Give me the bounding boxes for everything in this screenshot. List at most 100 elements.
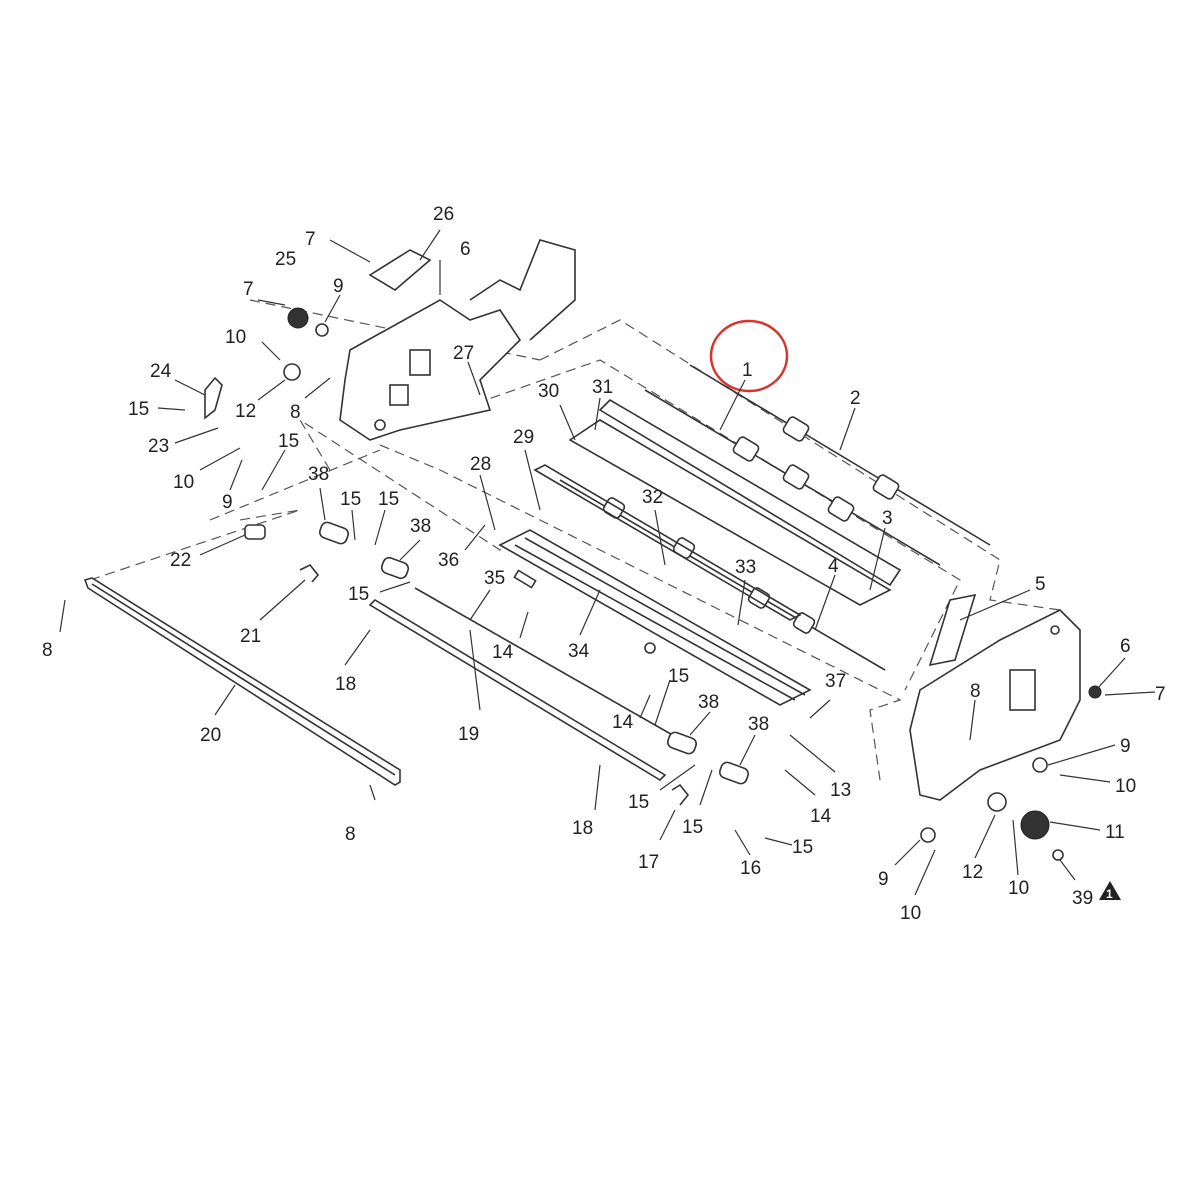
leader-15i [764,837,793,846]
note-number: 1 [1106,887,1113,901]
leader-12b [974,814,996,859]
leader-35 [469,589,491,621]
bushing-38a [318,521,350,545]
right-frame-plate [909,609,1081,801]
dashed-outline-upper [539,319,1061,611]
label-12b: 12 [962,862,983,883]
leader-12a [257,379,286,401]
label-10c: 10 [900,903,921,924]
left-small-parts [204,249,750,806]
leader-8b [969,699,976,741]
right-frame-hole [1050,625,1060,635]
tray-tab [513,569,537,589]
label-15a: 15 [128,399,149,420]
highlight-circle [709,319,789,393]
leader-lines [59,229,1156,896]
label-10d: 10 [1008,878,1029,899]
note-marker: 1 [1099,881,1121,901]
label-8a: 8 [290,402,301,423]
rail-edge [91,583,396,776]
leader-8c [369,784,376,801]
label-2: 2 [850,388,861,409]
bushing-38b [380,556,410,580]
tray-body [498,529,812,706]
lever-24 [204,376,223,420]
guide-29 [533,464,802,621]
label-38c: 38 [698,692,719,713]
paper-guide-plates [568,398,902,606]
label-18b: 18 [572,818,593,839]
leader-36 [464,524,486,551]
leader-5 [959,589,1031,621]
label-14a: 14 [492,642,514,663]
leader-16 [734,829,751,856]
bushing-9-upper [315,323,329,337]
label-6a: 6 [460,239,471,260]
leader-10d [1012,819,1019,876]
leader-17 [659,809,676,841]
rail-20 [83,577,401,786]
leader-10c [914,849,936,896]
label-15h: 15 [682,817,703,838]
roller-4b [672,537,696,559]
leader-18a [344,629,371,666]
leader-22 [199,534,246,556]
leader-38c [689,711,711,736]
label-11: 11 [1105,822,1125,843]
gear-25 [287,307,309,329]
label-37: 37 [825,671,846,692]
guide-tray [498,529,812,706]
label-31: 31 [592,377,613,398]
pulley-12-right [987,792,1007,812]
leader-39 [1059,859,1076,881]
note-triangle-icon [1099,881,1121,900]
leader-7a [329,239,371,263]
leader-38a [319,487,326,521]
leader-26 [419,229,441,261]
leader-14b [639,694,651,719]
leader-10b [199,447,241,471]
label-9d: 9 [1120,736,1131,757]
label-12a: 12 [235,401,256,422]
clutch-22 [244,524,266,540]
bushing-9-right [1032,757,1048,773]
bushing-38c [666,731,698,755]
leader-13 [789,734,836,773]
label-9c: 9 [878,869,889,890]
guide-plate-30 [568,419,892,606]
spring-17 [671,783,690,806]
label-9b: 9 [222,492,233,513]
guide-plate-31 [598,398,902,587]
label-14c: 14 [810,806,832,827]
leader-18b [594,764,601,811]
shaft-rod-2 [689,364,991,546]
label-10a: 10 [225,327,246,348]
leader-31 [594,397,601,431]
spring-21 [299,563,320,583]
left-frame-upper [469,239,576,341]
assembly-dashed-outlines [89,299,1061,781]
label-7b: 7 [243,279,254,300]
dashed-line-rail [89,509,301,581]
bushing-9-lower [920,827,936,843]
leader-23 [174,427,219,444]
label-15b: 15 [278,431,299,452]
roller-2b [872,474,900,500]
drive-roller-shaft [644,389,941,566]
feed-roller-shaft [559,479,886,671]
label-15i: 15 [792,837,813,858]
part-labels: 1 2 3 4 5 6 6 7 7 7 8 8 8 8 9 9 9 9 10 1… [42,204,1166,924]
label-15d: 15 [378,489,399,510]
leader-34 [579,589,601,636]
label-30: 30 [538,381,559,402]
roller-2a [782,416,810,442]
label-20: 20 [200,725,221,746]
frame-cutout-1 [409,349,431,376]
label-39: 39 [1072,888,1093,909]
label-10e: 10 [1115,776,1136,797]
bar-19 [368,598,667,782]
leader-15e [379,581,411,593]
roller-3b [782,464,810,490]
label-38d: 38 [748,714,769,735]
